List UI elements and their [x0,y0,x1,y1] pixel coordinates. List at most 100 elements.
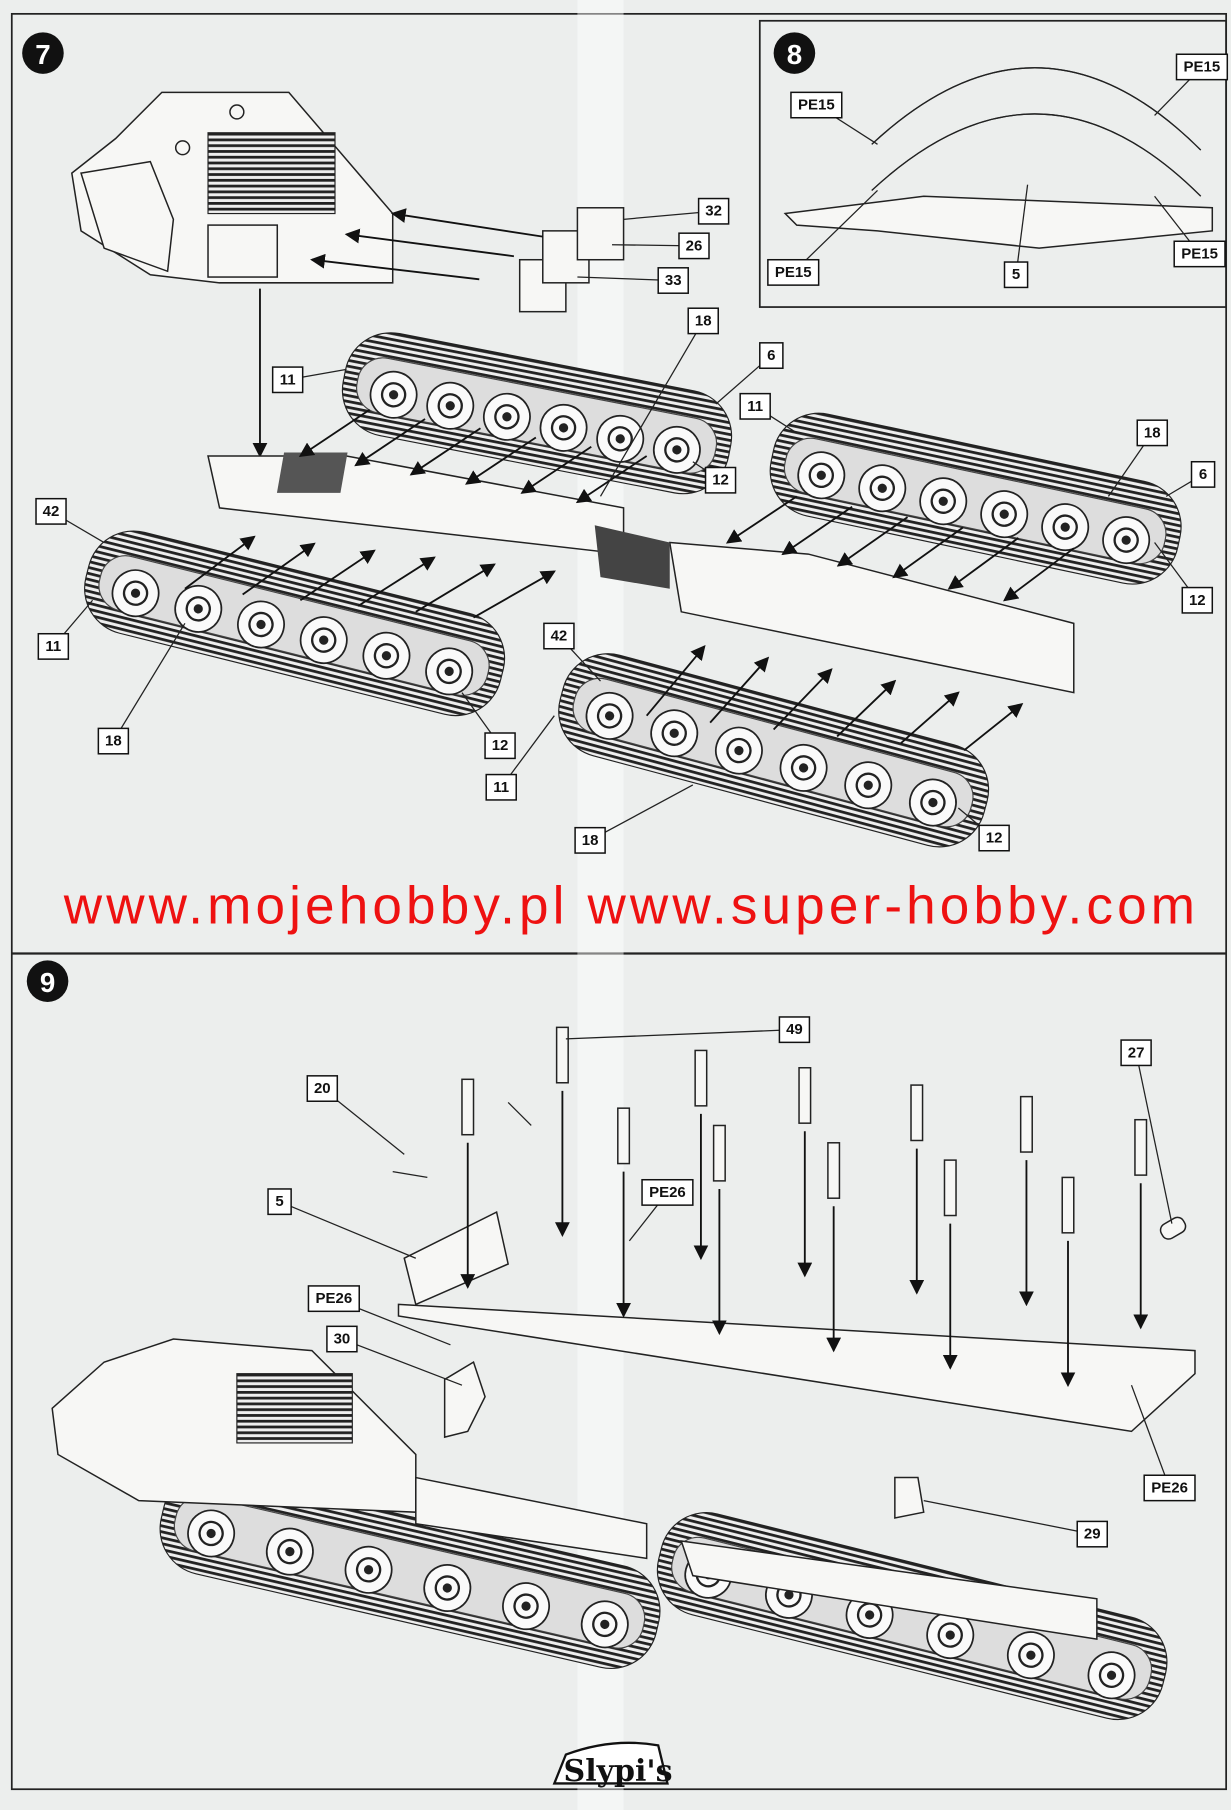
road-wheel [919,477,968,526]
part-30 [443,1360,486,1439]
stake-post [555,1026,569,1084]
part-number: 18 [695,312,712,329]
road-wheel [580,1600,629,1649]
tracks [84,332,1182,1721]
leader-line [599,320,704,497]
part-number-label: 12 [704,466,737,494]
part-number-label: 5 [1003,261,1029,289]
part-number-label: 6 [759,342,784,369]
part-number-label: 6 [1190,460,1216,488]
step-9-badge: 9 [26,960,69,1002]
road-wheel [423,1564,472,1612]
stake-post [617,1107,631,1165]
part-number-label: 33 [657,267,689,294]
part-number: 12 [1189,592,1206,609]
leader-line [1015,184,1029,275]
step-9-drawing [51,1101,1196,1641]
part-29 [894,1476,925,1519]
road-wheel [425,647,474,696]
part-number: PE26 [649,1184,686,1201]
road-wheel [844,761,893,810]
part-number-label: 18 [687,307,719,335]
part-number-label: 11 [271,366,304,394]
road-wheel [265,1527,314,1576]
road-wheel [858,464,907,513]
part-number-label: 20 [306,1075,339,1102]
part-number-label: 32 [697,197,730,225]
part-number: PE15 [775,264,812,281]
track-unit [769,412,1182,585]
part-number-label: PE26 [641,1178,694,1206]
leader-line [577,276,674,282]
stake-post [798,1067,812,1124]
part-number: 33 [665,272,682,289]
part-number: 49 [786,1021,803,1038]
road-wheel [779,743,828,792]
part-number: PE15 [798,97,835,114]
part-number: 6 [767,347,775,364]
part-number: PE15 [1181,245,1218,262]
watermark: www.mojehobby.pl www.super-hobby.com [63,876,1195,935]
road-wheel [174,584,223,633]
road-wheel [652,425,701,474]
road-wheel [650,709,699,758]
articulation-joint [594,525,670,589]
road-wheel [362,631,411,680]
stake-post [827,1142,841,1199]
part-number: 18 [582,832,599,849]
road-wheel [1006,1631,1055,1680]
road-wheel [1102,516,1151,565]
stake-post [1019,1095,1033,1153]
vehicle-cab [70,91,394,284]
road-wheel [539,403,588,452]
leader-line [792,190,878,273]
road-wheel [908,778,957,827]
stake-post [1134,1118,1148,1176]
part-number: 5 [1012,266,1020,283]
road-wheel [344,1545,393,1594]
track-unit [558,653,990,848]
part-number-label: 18 [1136,419,1169,447]
part-number: 27 [1128,1044,1145,1061]
leader-line [341,1338,463,1386]
hull-hatch [276,452,348,493]
leader-line [1130,1384,1171,1489]
road-wheel [187,1509,236,1558]
part-number-label: 11 [37,632,70,660]
road-wheel [482,392,531,441]
part-number-label: PE15 [790,91,843,119]
road-wheel [426,381,475,430]
part-number: PE15 [1184,58,1221,75]
svg-text:8: 8 [787,39,802,70]
fuel-tanks [518,207,625,313]
part-number: PE26 [315,1290,352,1307]
part-number-label: 42 [35,497,67,525]
part-number-label: 29 [1076,1520,1108,1548]
part-number: 18 [105,733,122,750]
part-number: 26 [686,237,703,254]
part-27 [1159,1216,1187,1240]
road-wheel [714,726,763,775]
part-number: 6 [1199,466,1207,483]
part-number: 5 [275,1193,283,1210]
stake-post [910,1084,924,1142]
part-number-label: 11 [485,773,517,801]
road-wheel [111,569,160,618]
step-8-frame [758,19,1228,308]
part-number: 12 [712,472,729,489]
part-number: 11 [45,638,61,655]
part-number-label: 27 [1120,1039,1152,1067]
part-number-label: 12 [1181,586,1214,614]
part-number: 42 [43,503,60,520]
part-number: 11 [493,779,509,796]
part-number-label: PE15 [767,258,820,286]
part-number: 12 [986,830,1003,847]
part-number: 18 [1144,424,1161,441]
step-8-badge: 8 [773,32,816,74]
stake-post [461,1078,475,1136]
leader-line [565,1029,795,1040]
stake-post [943,1159,957,1217]
part-number-label: 30 [326,1325,358,1353]
